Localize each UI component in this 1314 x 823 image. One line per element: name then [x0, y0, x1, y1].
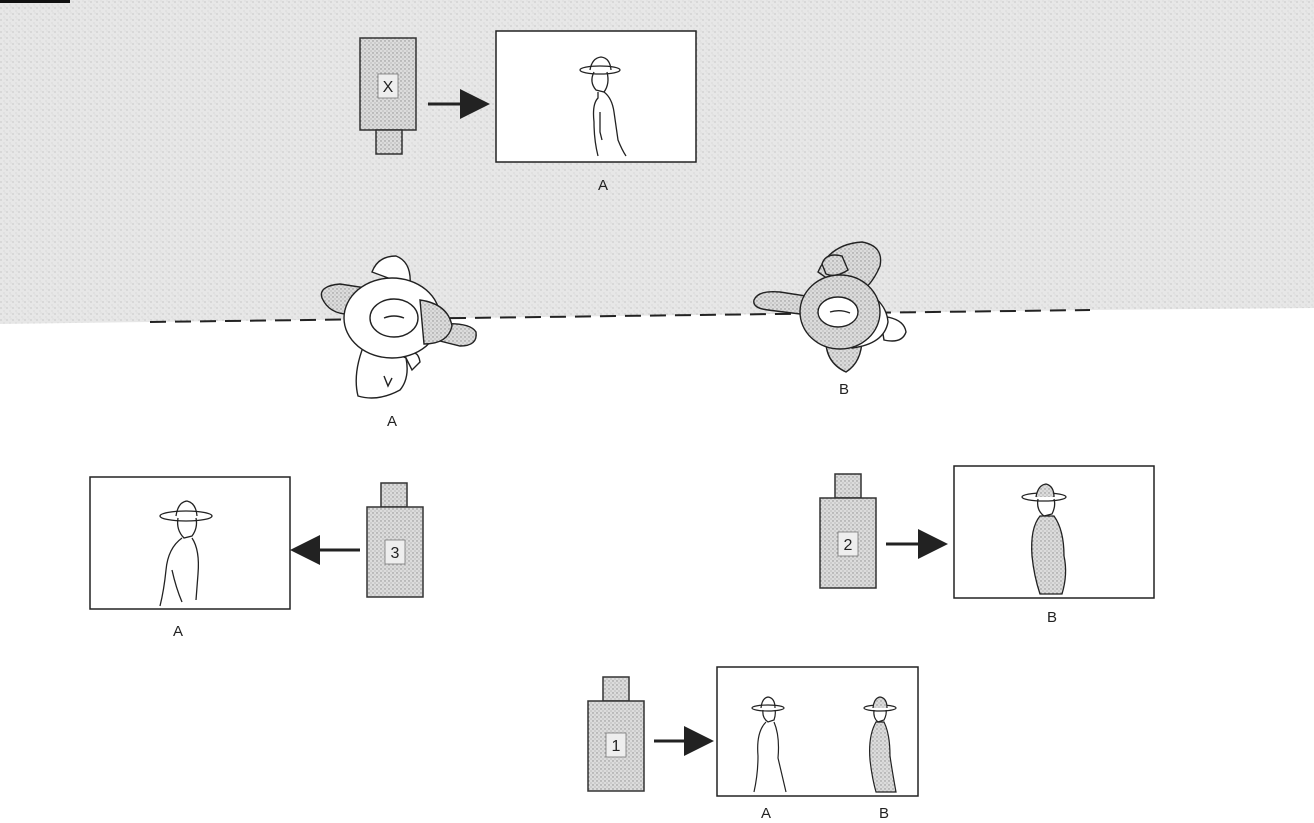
camera-1: 1	[588, 677, 644, 791]
camera-1-label: 1	[612, 738, 621, 755]
frame-1-label-a: A	[761, 805, 771, 822]
frame-1-label-b: B	[879, 805, 889, 822]
camera-3: 3	[367, 483, 423, 597]
overhead-b-label: B	[839, 381, 849, 398]
camera-3-label: 3	[391, 545, 400, 562]
frame-3-label: A	[173, 623, 183, 640]
camera-x-label: X	[383, 79, 394, 96]
overhead-a-label: A	[387, 413, 397, 430]
frame-3: A	[90, 477, 290, 640]
camera-2-label: 2	[844, 537, 853, 554]
frame-2: B	[954, 466, 1154, 626]
corner-mark	[0, 0, 70, 3]
frame-2-label: B	[1047, 609, 1057, 626]
frame-1: A B	[717, 667, 918, 822]
camera-2: 2	[820, 474, 876, 588]
frame-x-label: A	[598, 177, 608, 194]
